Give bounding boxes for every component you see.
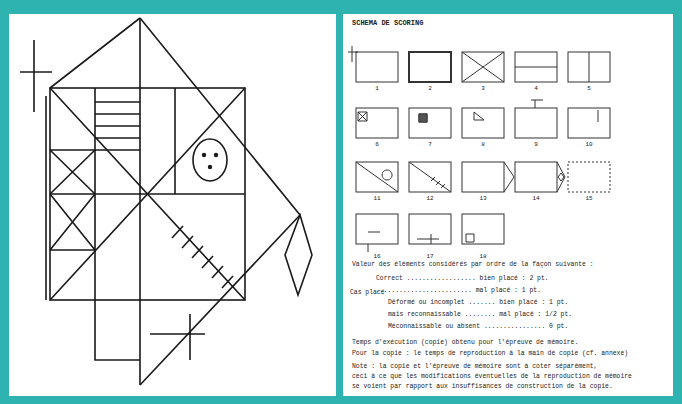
- scoring-thumbnails: [348, 46, 610, 252]
- thumbnail-element: [531, 100, 543, 108]
- callout-number: 1: [375, 86, 379, 92]
- thumbnail-element: [462, 52, 504, 82]
- callout-number: 5: [587, 86, 591, 92]
- cross-symbol: [20, 40, 52, 112]
- callout-number: 4: [534, 86, 538, 92]
- thumbnail-frame: [515, 108, 557, 138]
- left-line: [45, 96, 47, 300]
- scoring-note: ......................... mal placé : 1 …: [376, 288, 541, 294]
- thumbnail-element: [598, 110, 599, 122]
- callout-number: 14: [532, 196, 539, 202]
- bottom-square: [95, 300, 140, 360]
- callout-number: 18: [479, 254, 486, 260]
- thumbnail-frame: [462, 214, 504, 244]
- callout-number: 15: [585, 196, 592, 202]
- scoring-note: Pour la copie : le temps de reproduction…: [352, 351, 628, 357]
- scoring-note: Temps d'exécution (copie) obtenu pour l'…: [352, 340, 578, 346]
- callout-number: 10: [585, 142, 592, 148]
- callout-number: 7: [428, 142, 432, 148]
- callout-number: 6: [375, 142, 379, 148]
- thumbnail-frame: [462, 162, 504, 192]
- thumbnail-element: [348, 46, 358, 62]
- sheet-title: SCHEMA DE SCORING: [352, 20, 423, 27]
- thumbnail-frame: [409, 162, 451, 192]
- thumbnail-frame: [409, 52, 451, 82]
- thumbnail-element: [356, 162, 398, 192]
- thumbnail-element: [417, 234, 439, 244]
- thumbnail-element: [419, 114, 427, 122]
- parallel-lines: [95, 102, 140, 150]
- callout-number: 12: [426, 196, 433, 202]
- thumbnail-frame: [462, 108, 504, 138]
- scoring-note: Correct .................. bien placé : …: [376, 276, 549, 282]
- scoring-note: ceci à ce que les modifications éventuel…: [352, 374, 632, 380]
- complex-figure: [20, 18, 312, 385]
- thumbnail-frame: [356, 214, 398, 244]
- thumbnail-frame: [409, 108, 451, 138]
- callout-number: 13: [479, 196, 486, 202]
- callout-number: 3: [481, 86, 485, 92]
- thumbnail-element: [409, 162, 451, 192]
- thumbnail-element: [504, 162, 514, 192]
- thumbnail-frame: [515, 52, 557, 82]
- vertical-segment: [174, 88, 176, 194]
- thumbnail-frame: [356, 108, 398, 138]
- thumbnail-element: [358, 112, 367, 121]
- top-triangle-side: [50, 18, 140, 88]
- thumbnail-element: [557, 162, 565, 192]
- circle-dots: [202, 153, 218, 169]
- callout-number: 16: [373, 254, 380, 260]
- scoring-note: mais reconnaissable ........ mal placé :…: [388, 312, 572, 318]
- thumbnail-frame: [568, 108, 610, 138]
- median-lines: [50, 18, 245, 385]
- right-triangle: [140, 18, 300, 385]
- crossed-squares: [50, 150, 95, 250]
- hatch-strokes: [172, 226, 233, 288]
- scoring-note: se voient par rapport aux insuffisances …: [352, 384, 613, 390]
- scoring-note: Méconnaissable ou absent ...............…: [388, 324, 568, 330]
- callout-number: 2: [428, 86, 432, 92]
- bottom-cross: [150, 314, 205, 360]
- thumbnail-frame: [356, 162, 398, 192]
- thumbnail-frame: [515, 162, 557, 192]
- thumbnail-element: [589, 52, 590, 82]
- scoring-note: Valeur des éléments considérés par ordre…: [352, 262, 594, 268]
- thumbnail-frame: [409, 214, 451, 244]
- thumbnail-frame: [568, 52, 610, 82]
- scoring-note: Note : la copie et l'épreuve de mémoire …: [352, 364, 597, 370]
- thumbnail-element: [474, 112, 484, 120]
- callout-number: 8: [481, 142, 485, 148]
- shaded-square: [419, 114, 427, 122]
- thumbnail-element: [368, 232, 380, 252]
- callout-number: 9: [534, 142, 538, 148]
- thumbnail-element: [515, 67, 557, 68]
- callout-number: 17: [426, 254, 433, 260]
- thumbnail-element: [466, 234, 474, 242]
- circle: [193, 139, 227, 181]
- thumbnail-frame: [356, 52, 398, 82]
- thumbnail-frame: [462, 52, 504, 82]
- diamond: [285, 215, 312, 295]
- thumbnail-frame: [568, 162, 610, 192]
- callout-number: 11: [373, 196, 380, 202]
- scoring-panel: [343, 14, 673, 396]
- scoring-note: Déformé ou incomplet ....... bien placé …: [388, 300, 568, 306]
